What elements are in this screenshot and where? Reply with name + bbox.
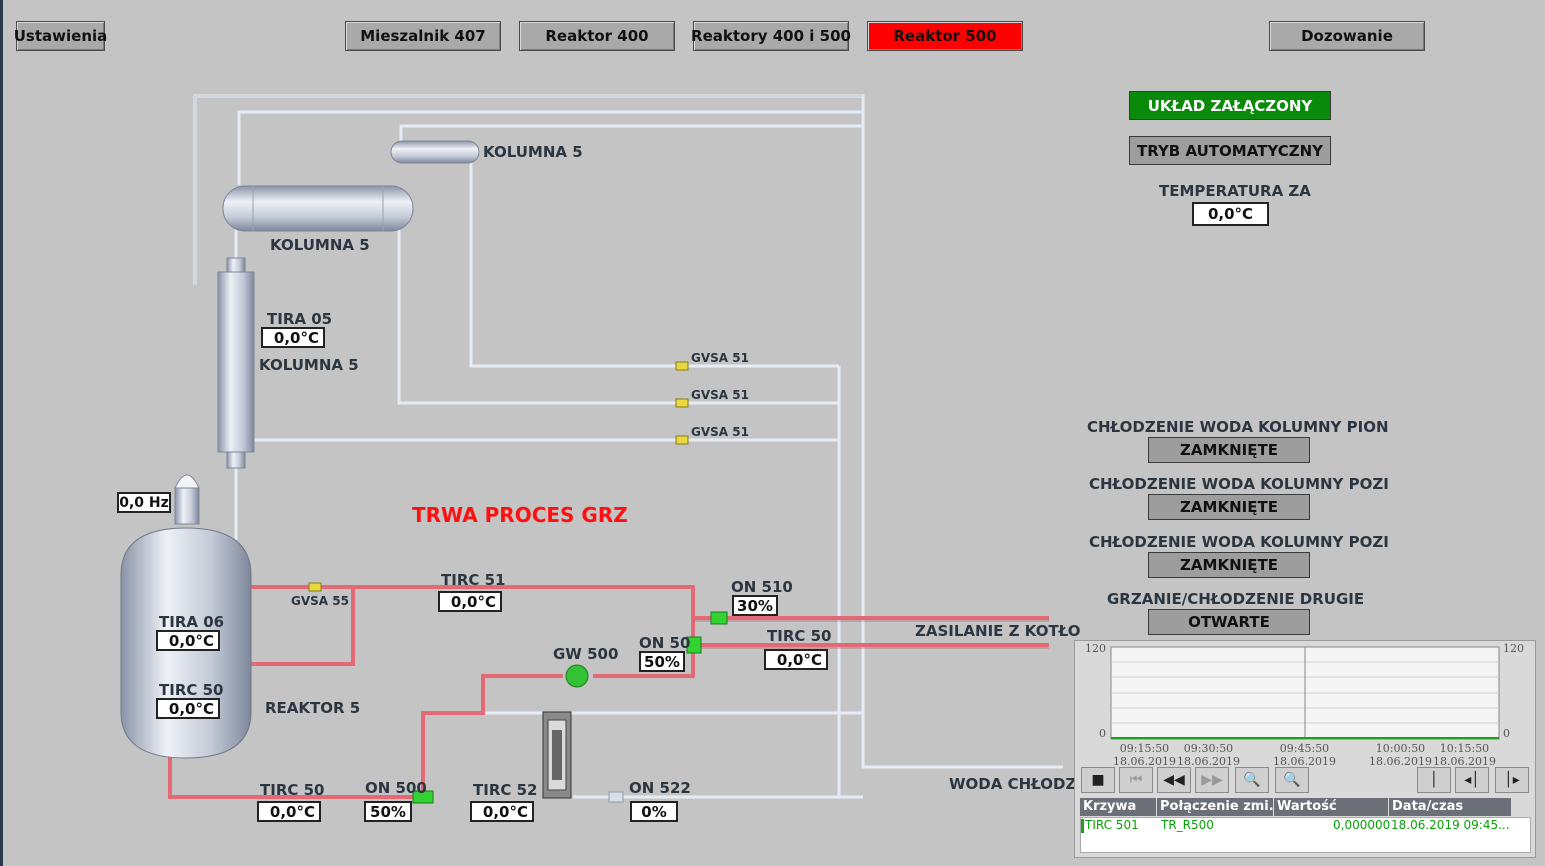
row-tag: TR_R500	[1161, 818, 1214, 832]
tirc51-value: 0,0°C	[438, 591, 502, 612]
tirc51-label: TIRC 51	[441, 571, 506, 589]
tirc50-value: 0,0°C	[156, 698, 220, 719]
reactor-500-button[interactable]: Reaktor 500	[867, 21, 1023, 51]
heating-label: GRZANIE/CHŁODZENIE DRUGIE	[1107, 590, 1365, 608]
reactor-400-button[interactable]: Reaktor 400	[519, 21, 675, 51]
ruler-forward-icon[interactable]: │▸	[1495, 767, 1529, 793]
on510-value: 30%	[732, 595, 778, 616]
ruler-icon[interactable]: │	[1417, 767, 1451, 793]
column-header-tag[interactable]: Połączenie zmi...	[1157, 798, 1284, 816]
on510-label: ON 510	[731, 578, 793, 596]
tirc5r-value: 0,0°C	[764, 649, 828, 670]
column-top-label: KOLUMNA 5	[483, 143, 583, 161]
motor-frequency: 0,0 Hz	[117, 492, 171, 513]
system-on-indicator: UKŁAD ZAŁĄCZONY	[1129, 91, 1331, 120]
row-curve[interactable]: TIRC 501	[1085, 818, 1139, 832]
valve-on50x	[686, 636, 702, 654]
column-header-curve[interactable]: Krzywa	[1080, 798, 1156, 816]
column-horizontal-label: KOLUMNA 5	[270, 236, 370, 254]
y-axis-min-right: 0	[1503, 727, 1510, 740]
zoom-in-icon[interactable]: 🔍	[1235, 767, 1269, 793]
tira06-value: 0,0°C	[156, 630, 220, 651]
stop-icon[interactable]: ■	[1081, 767, 1115, 793]
column-vertical-label: KOLUMNA 5	[259, 356, 359, 374]
tira05-label: TIRA 05	[267, 310, 333, 328]
ruler-back-icon[interactable]: ◂│	[1455, 767, 1489, 793]
row-value: 0,000000	[1333, 818, 1391, 832]
column-header-datetime[interactable]: Data/czas	[1389, 798, 1511, 816]
curve-color-marker	[1081, 819, 1084, 833]
boiler-supply-label: ZASILANIE Z KOTŁO	[915, 622, 1081, 640]
on50x-label: ON 50	[639, 634, 691, 652]
motor	[174, 487, 200, 525]
trend-table-body	[1080, 817, 1531, 853]
reactors-400-500-button[interactable]: Reaktory 400 i 500	[691, 21, 851, 51]
reactor-label: REAKTOR 5	[265, 699, 361, 717]
column-vertical	[217, 271, 255, 453]
tira06-label: TIRA 06	[159, 613, 225, 631]
tirc52-label: TIRC 52	[473, 781, 538, 799]
on522-value: 0%	[630, 801, 678, 822]
cooling-state-1[interactable]: ZAMKNIĘTE	[1148, 437, 1310, 463]
pump-gw	[565, 664, 589, 688]
hot-pipe-upper	[251, 585, 695, 678]
on50x-value: 50%	[639, 651, 685, 672]
temperature-label: TEMPERATURA ZA	[1159, 182, 1311, 200]
cooling-water-label: WODA CHŁODZ	[949, 775, 1077, 793]
zoom-out-icon[interactable]: 🔍	[1275, 767, 1309, 793]
on522-label: ON 522	[629, 779, 691, 797]
tirc52-value: 0,0°C	[470, 801, 534, 822]
gvsa-label-3: GVSA 51	[691, 425, 749, 439]
valve-on510	[710, 611, 728, 625]
heating-state[interactable]: OTWARTE	[1148, 609, 1310, 635]
settings-button[interactable]: Ustawienia	[14, 21, 107, 51]
auto-mode-button[interactable]: TRYB AUTOMATYCZNY	[1129, 136, 1331, 165]
tirc5r-label: TIRC 50	[767, 627, 832, 645]
gw500-label: GW 500	[553, 645, 619, 663]
tirc5b-value: 0,0°C	[257, 801, 321, 822]
temperature-value: 0,0°C	[1192, 202, 1269, 226]
column-top	[390, 140, 480, 164]
tira05-value: 0,0°C	[261, 327, 325, 348]
rewind-icon[interactable]: ◀◀	[1157, 767, 1191, 793]
tirc5b-label: TIRC 50	[260, 781, 325, 799]
cooling-label-2: CHŁODZENIE WODA KOLUMNY POZI	[1089, 475, 1389, 493]
y-axis-max-left: 120	[1085, 642, 1106, 655]
gvsa-label-1: GVSA 51	[691, 351, 749, 365]
column-header-value[interactable]: Wartość	[1274, 798, 1388, 816]
first-icon[interactable]: ⏮	[1119, 767, 1153, 793]
mixer-407-button[interactable]: Mieszalnik 407	[345, 21, 501, 51]
on500-label: ON 500	[365, 779, 427, 797]
valve-on500	[412, 790, 434, 804]
cooling-label-3: CHŁODZENIE WODA KOLUMNY POZI	[1089, 533, 1389, 551]
on500-value: 50%	[364, 801, 412, 822]
trend-chart	[1110, 646, 1500, 740]
gvsa55-label: GVSA 55	[291, 594, 349, 608]
cooling-label-1: CHŁODZENIE WODA KOLUMNY PION	[1087, 418, 1389, 436]
column-horizontal	[222, 185, 414, 232]
row-datetime: 18.06.2019 09:45...	[1391, 818, 1510, 832]
y-axis-min-left: 0	[1099, 727, 1106, 740]
dosing-button[interactable]: Dozowanie	[1269, 21, 1425, 51]
cooling-state-2[interactable]: ZAMKNIĘTE	[1148, 494, 1310, 520]
y-axis-max-right: 120	[1503, 642, 1524, 655]
tirc50-label: TIRC 50	[159, 681, 224, 699]
process-message: TRWA PROCES GRZ	[412, 503, 628, 527]
forward-icon[interactable]: ▶▶	[1195, 767, 1229, 793]
cooling-state-3[interactable]: ZAMKNIĘTE	[1148, 552, 1310, 578]
gvsa-label-2: GVSA 51	[691, 388, 749, 402]
